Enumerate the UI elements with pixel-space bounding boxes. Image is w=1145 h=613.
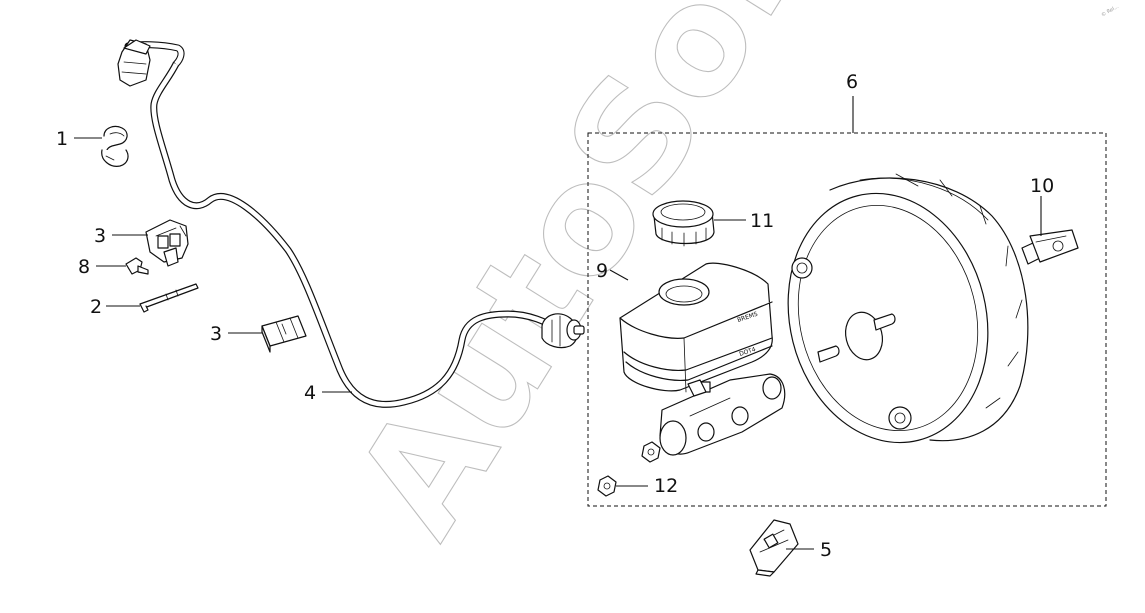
- mounting-nuts[interactable]: [597, 441, 661, 497]
- mounting-strip[interactable]: [139, 283, 199, 313]
- leader-9: [609, 269, 629, 281]
- brake-booster[interactable]: [762, 172, 1079, 464]
- callout-1: 1: [56, 128, 68, 150]
- callout-5: 5: [820, 539, 832, 561]
- callout-6: 6: [846, 71, 858, 93]
- bracket-screw[interactable]: [125, 257, 149, 275]
- callout-4: 4: [304, 382, 316, 404]
- assembly-box: [587, 132, 1107, 507]
- watermark-text: AutoSoft: [323, 0, 866, 564]
- callout-2: 2: [90, 296, 102, 318]
- booster-bracket[interactable]: [749, 519, 799, 577]
- vacuum-hose[interactable]: [117, 39, 585, 408]
- watermark: AutoSoft: [322, 0, 866, 565]
- callout-10: 10: [1030, 175, 1054, 197]
- callout-12: 12: [654, 475, 678, 497]
- callout-3a: 3: [94, 225, 106, 247]
- hose-clip[interactable]: [101, 125, 129, 167]
- hose-bracket-upper[interactable]: [145, 219, 189, 267]
- reservoir-text-2: DOT4: [738, 346, 756, 358]
- callout-3b: 3: [210, 323, 222, 345]
- callout-9: 9: [596, 260, 608, 282]
- callout-11: 11: [750, 210, 774, 232]
- master-cylinder[interactable]: BREMS DOT4: [619, 262, 786, 456]
- reservoir-cap[interactable]: [652, 200, 715, 247]
- hose-bracket-lower[interactable]: [261, 315, 307, 353]
- callout-8: 8: [78, 256, 90, 278]
- corner-mark: © Rel...: [1100, 3, 1120, 19]
